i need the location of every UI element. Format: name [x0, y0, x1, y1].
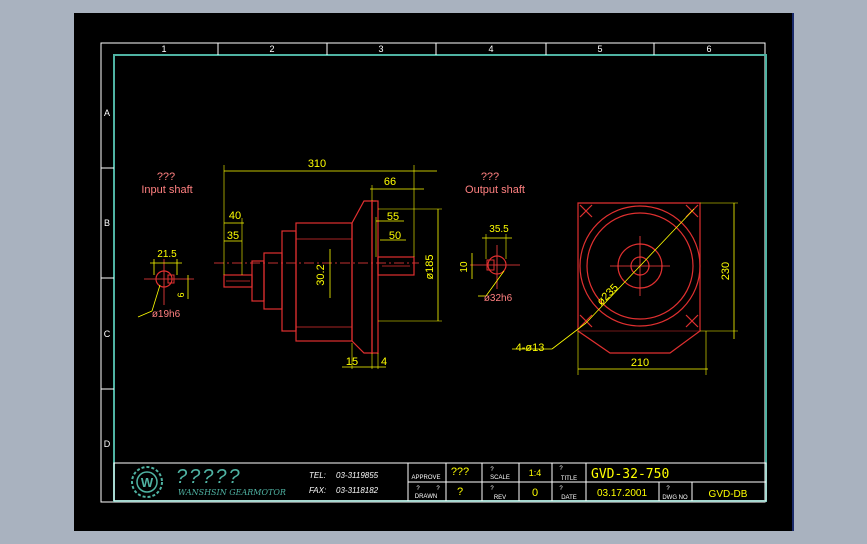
drawn-mark: ? [416, 486, 420, 492]
dim-66: 66 [384, 176, 396, 188]
output-shaft-diameter: ø32h6 [484, 293, 513, 304]
company-name: ????? [176, 466, 242, 488]
output-shaft-detail: ??? Output shaft 35.5 10 ø32h6 [459, 171, 525, 304]
dim-input-width: 21.5 [157, 249, 177, 260]
row-label: D [104, 439, 111, 449]
dim-dia-185: ø185 [424, 254, 436, 279]
fax-label: FAX: [309, 486, 326, 495]
company-subname: WANSHSIN GEARMOTOR [178, 488, 286, 497]
row-label: A [104, 108, 110, 118]
date-mark: ? [559, 486, 563, 492]
row-label: B [104, 218, 110, 228]
column-label: 6 [706, 44, 711, 54]
input-shaft-label-top: ??? [157, 171, 175, 183]
dim-15: 15 [346, 356, 358, 368]
column-label: 2 [269, 44, 274, 54]
dim-50: 50 [389, 230, 401, 242]
dim-30-2: 30.2 [315, 264, 327, 285]
tel-number: 03-3119855 [336, 471, 379, 480]
dim-holes: 4-ø13 [516, 342, 545, 354]
rev-value: 0 [532, 487, 538, 499]
drawn-label: DRAWN [415, 494, 437, 500]
title-label: TITLE [561, 476, 577, 482]
input-shaft-diameter: ø19h6 [152, 309, 181, 320]
dim-40: 40 [229, 210, 241, 222]
column-label: 4 [488, 44, 493, 54]
input-shaft-detail: ??? Input shaft 21.5 6 ø19h6 [137, 171, 194, 320]
drawing-canvas: 1 2 3 4 5 6 A B C D ??? Input shaft 21.5… [100, 42, 767, 503]
fax-number: 03-3118182 [336, 486, 379, 495]
dim-dia-235: ø235 [595, 282, 621, 308]
title-block: W ????? WANSHSIN GEARMOTOR TEL: 03-31198… [113, 462, 767, 502]
dim-230: 230 [720, 262, 732, 280]
row-labels: A B C D [104, 108, 111, 449]
dim-output-width: 35.5 [489, 224, 509, 235]
date-label: DATE [561, 495, 577, 501]
rev-mark: ? [490, 486, 494, 492]
side-view: 310 66 40 35 55 50 30.2 ø185 15 4 [214, 158, 442, 369]
dim-input-key: 6 [176, 292, 186, 297]
row-label: C [104, 329, 111, 339]
dim-55: 55 [387, 211, 399, 223]
company-logo [131, 466, 163, 498]
approve-label: APPROVE [411, 475, 440, 481]
column-labels: 1 2 3 4 5 6 [161, 44, 711, 54]
dwg-value: GVD-DB [709, 489, 748, 500]
column-label: 3 [378, 44, 383, 54]
approve-value: ??? [451, 466, 469, 478]
output-shaft-label: Output shaft [465, 184, 525, 196]
column-label: 1 [161, 44, 166, 54]
tel-label: TEL: [309, 471, 326, 480]
logo-letter: W [141, 475, 154, 490]
cad-viewport[interactable]: 1 2 3 4 5 6 A B C D ??? Input shaft 21.5… [74, 13, 794, 531]
column-label: 5 [597, 44, 602, 54]
dwg-mark: ? [666, 486, 670, 492]
input-shaft-label: Input shaft [141, 184, 192, 196]
scale-label: SCALE [490, 475, 510, 481]
dim-4: 4 [381, 356, 387, 368]
dim-output-key: 10 [459, 261, 470, 273]
drawn-value: ? [457, 486, 463, 498]
title-value: GVD-32-750 [591, 467, 669, 482]
output-shaft-label-top: ??? [481, 171, 499, 183]
dim-210: 210 [631, 357, 649, 369]
title-mark: ? [559, 466, 563, 472]
drawn-mark: ? [436, 486, 440, 492]
dim-35: 35 [227, 230, 239, 242]
scale-value: 1:4 [529, 468, 542, 478]
dim-total-length: 310 [308, 158, 326, 170]
front-view: ø235 230 210 4-ø13 [512, 202, 738, 375]
scale-mark: ? [490, 467, 494, 473]
rev-label: REV [494, 495, 506, 501]
date-value: 03.17.2001 [597, 488, 647, 499]
dwg-label: DWG NO [662, 495, 688, 501]
